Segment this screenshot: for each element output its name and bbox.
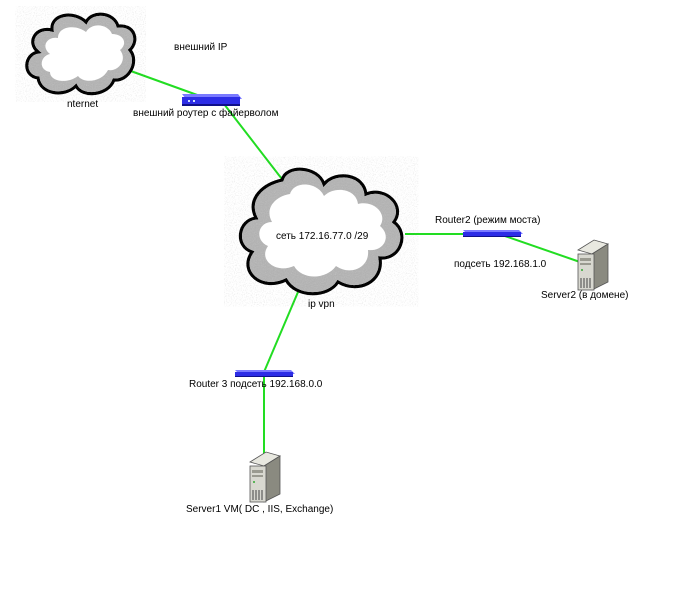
label-subnet2: подсеть 192.168.1.0	[454, 259, 547, 270]
server1-tower-icon	[249, 451, 281, 503]
server2-tower-icon	[577, 239, 609, 291]
link-external-router-to-vpn	[223, 103, 286, 184]
label-server2: Server2 (в домене)	[541, 290, 629, 301]
link-router2-to-server2	[504, 235, 581, 263]
label-server1: Server1 VM( DC , IIS, Exchange)	[186, 504, 334, 515]
links	[127, 69, 581, 458]
label-internet: nternet	[67, 99, 99, 110]
vpn-cloud-icon	[239, 167, 404, 296]
label-network: сеть 172.16.77.0 /29	[276, 231, 369, 242]
link-vpn-to-router3	[263, 291, 299, 373]
label-router2: Router2 (режим моста)	[435, 215, 541, 226]
link-internet-to-external-router	[127, 69, 201, 97]
router2-icon	[463, 230, 523, 237]
router3-icon	[235, 370, 295, 377]
label-external-router: внешний роутер с файерволом	[133, 108, 279, 119]
label-ip-vpn: ip vpn	[308, 299, 335, 310]
internet-cloud-icon	[25, 12, 137, 96]
label-external-ip: внешний IP	[174, 42, 228, 53]
external-router-icon	[182, 94, 242, 106]
label-router3: Router 3 подсеть 192.168.0.0	[189, 379, 323, 390]
